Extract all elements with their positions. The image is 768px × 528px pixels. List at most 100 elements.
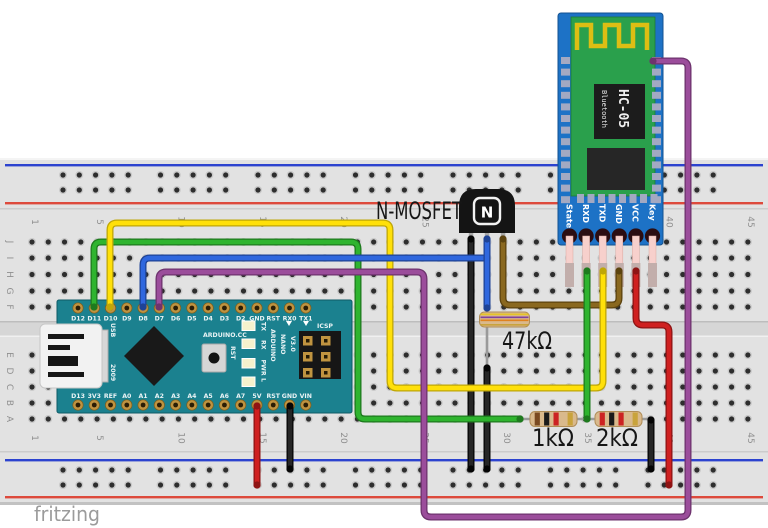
- breadboard-hole-center[interactable]: [369, 187, 375, 193]
- breadboard-hole-center[interactable]: [663, 255, 670, 261]
- breadboard-hole-center[interactable]: [680, 239, 686, 245]
- wire-green-hc05-rxd-to-divider[interactable]: [583, 267, 591, 423]
- breadboard-hole-center[interactable]: [304, 482, 310, 488]
- arduino-pin-hole[interactable]: [189, 305, 195, 311]
- hc05-pin-leg[interactable]: [632, 235, 640, 268]
- breadboard-hole-center[interactable]: [663, 304, 670, 310]
- breadboard-hole-center[interactable]: [45, 416, 51, 422]
- breadboard-hole-center[interactable]: [745, 255, 751, 261]
- breadboard-hole-center[interactable]: [109, 172, 115, 178]
- breadboard-hole-center[interactable]: [712, 352, 718, 358]
- arduino-pin-hole[interactable]: [124, 305, 130, 311]
- breadboard-hole-center[interactable]: [208, 288, 214, 294]
- breadboard-hole-center[interactable]: [729, 400, 735, 406]
- breadboard-hole-center[interactable]: [729, 352, 735, 358]
- breadboard-hole-center[interactable]: [157, 187, 164, 193]
- wire-red-arduino-5v-to-rail-endpoint[interactable]: [253, 481, 261, 489]
- hc05-pin-leg[interactable]: [615, 235, 624, 268]
- breadboard-hole-center[interactable]: [696, 288, 702, 294]
- breadboard-hole-center[interactable]: [192, 288, 198, 294]
- wire-red-arduino-5v-to-rail-endpoint[interactable]: [253, 402, 261, 410]
- arduino-pin-hole[interactable]: [156, 402, 162, 408]
- breadboard-hole-center[interactable]: [125, 482, 131, 488]
- breadboard-hole-center[interactable]: [745, 368, 751, 374]
- breadboard-hole-center[interactable]: [288, 482, 294, 488]
- breadboard-hole-center[interactable]: [289, 288, 295, 294]
- breadboard-hole-center[interactable]: [255, 172, 261, 178]
- breadboard-hole-center[interactable]: [371, 384, 377, 390]
- breadboard-hole-center[interactable]: [745, 352, 751, 358]
- wire-red-hc05-vcc-to-rail-endpoint[interactable]: [632, 267, 640, 275]
- arduino-pin-hole[interactable]: [173, 402, 179, 408]
- arduino-pin-hole[interactable]: [75, 305, 81, 311]
- breadboard-hole-center[interactable]: [515, 467, 521, 473]
- arduino-pin-hole[interactable]: [270, 402, 276, 408]
- breadboard-hole-center[interactable]: [615, 368, 621, 374]
- breadboard-hole-center[interactable]: [663, 271, 670, 278]
- breadboard-hole-center[interactable]: [127, 271, 133, 278]
- hc05-pin-leg[interactable]: [598, 235, 607, 268]
- breadboard-hole-center[interactable]: [174, 172, 180, 178]
- breadboard-hole-center[interactable]: [419, 239, 426, 245]
- wire-brown-mosfet-to-hc05-gnd[interactable]: [499, 235, 623, 309]
- breadboard-hole-center[interactable]: [533, 271, 539, 278]
- breadboard-hole-center[interactable]: [694, 467, 700, 473]
- breadboard-hole-center[interactable]: [729, 416, 735, 422]
- breadboard-hole-center[interactable]: [499, 482, 505, 488]
- breadboard-hole-center[interactable]: [550, 271, 556, 278]
- breadboard-hole-center[interactable]: [580, 467, 586, 473]
- breadboard-hole-center[interactable]: [501, 352, 507, 358]
- breadboard-hole-center[interactable]: [517, 368, 523, 374]
- wire-green-d11-to-r1k-endpoint[interactable]: [516, 415, 524, 423]
- breadboard-hole-center[interactable]: [320, 467, 326, 473]
- breadboard-hole-center[interactable]: [647, 368, 653, 374]
- breadboard-hole-center[interactable]: [288, 172, 294, 178]
- breadboard-hole-center[interactable]: [680, 384, 686, 390]
- breadboard-hole-center[interactable]: [517, 255, 523, 261]
- breadboard-hole-center[interactable]: [304, 187, 310, 193]
- breadboard-hole-center[interactable]: [385, 467, 391, 473]
- wire-green-hc05-rxd-to-divider-endpoint[interactable]: [583, 415, 591, 423]
- hc05-pin-leg[interactable]: [582, 235, 590, 268]
- breadboard-hole-center[interactable]: [223, 172, 229, 178]
- breadboard-hole-center[interactable]: [401, 467, 407, 473]
- breadboard-hole-center[interactable]: [369, 482, 375, 488]
- breadboard-hole-center[interactable]: [385, 172, 391, 178]
- breadboard-hole-center[interactable]: [696, 352, 702, 358]
- arduino-pin-hole[interactable]: [173, 305, 179, 311]
- breadboard-hole-center[interactable]: [190, 172, 196, 178]
- breadboard-hole-center[interactable]: [157, 467, 164, 473]
- wire-yellow-d10-to-hc05-txd-core[interactable]: [107, 220, 606, 391]
- breadboard-hole-center[interactable]: [710, 467, 716, 473]
- breadboard-hole-center[interactable]: [385, 187, 391, 193]
- breadboard-hole-center[interactable]: [338, 416, 344, 422]
- breadboard-hole-center[interactable]: [78, 416, 84, 422]
- breadboard-hole-center[interactable]: [696, 304, 702, 310]
- breadboard-hole-center[interactable]: [745, 400, 751, 406]
- wire-purple-d7-to-hc05-endpoint[interactable]: [155, 303, 163, 311]
- breadboard-hole-center[interactable]: [61, 239, 68, 245]
- breadboard-hole-center[interactable]: [320, 172, 326, 178]
- breadboard-hole-center[interactable]: [436, 400, 442, 406]
- breadboard-hole-center[interactable]: [45, 288, 51, 294]
- mosfet-body[interactable]: [459, 189, 515, 233]
- breadboard-hole-center[interactable]: [515, 172, 521, 178]
- wire-black-r2k-to-gnd-rail-endpoint[interactable]: [647, 416, 655, 424]
- breadboard-hole-center[interactable]: [352, 482, 359, 488]
- breadboard-hole-center[interactable]: [94, 416, 100, 422]
- breadboard-hole-center[interactable]: [729, 304, 735, 310]
- wire-yellow-d10-to-hc05-txd-endpoint[interactable]: [599, 267, 607, 275]
- breadboard-hole-center[interactable]: [533, 255, 539, 261]
- breadboard-hole-center[interactable]: [403, 239, 409, 245]
- breadboard-hole-center[interactable]: [647, 400, 653, 406]
- breadboard-hole-center[interactable]: [190, 482, 196, 488]
- breadboard-hole-center[interactable]: [678, 187, 684, 193]
- breadboard-hole-center[interactable]: [403, 288, 409, 294]
- breadboard-hole-center[interactable]: [663, 239, 670, 245]
- breadboard-hole-center[interactable]: [76, 482, 82, 488]
- resistor-2k[interactable]: [587, 411, 651, 427]
- breadboard-hole-center[interactable]: [29, 271, 35, 278]
- breadboard-hole-center[interactable]: [680, 368, 686, 374]
